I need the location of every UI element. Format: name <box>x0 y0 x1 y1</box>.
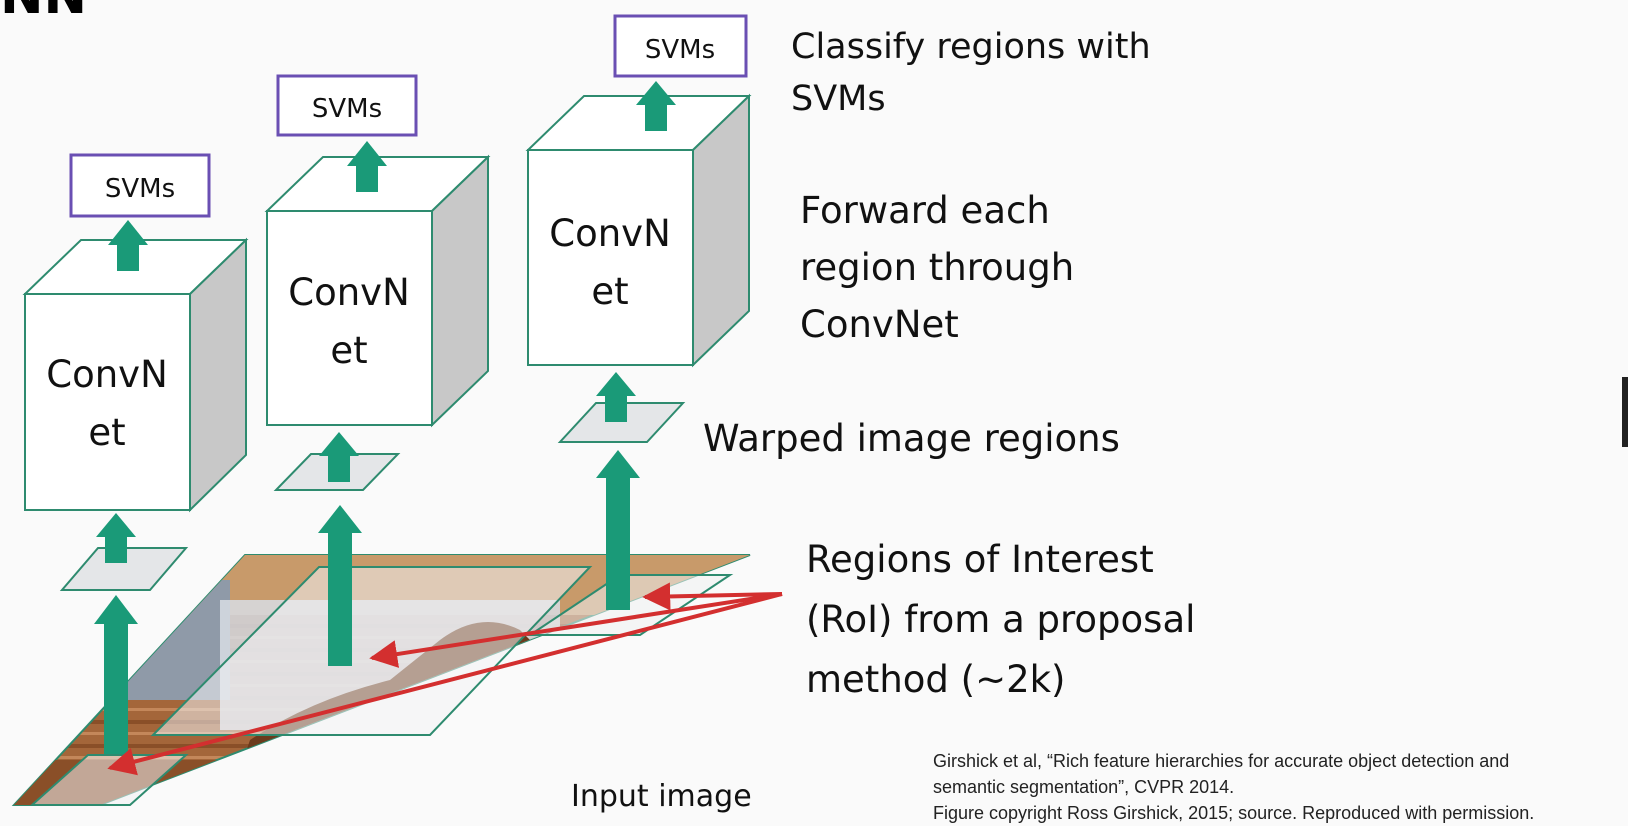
svm-label-2: SVMs <box>312 94 382 124</box>
svm-box-2 <box>276 74 418 137</box>
slide-title-fragment: NN <box>0 0 87 22</box>
roi-label-line-1: Regions of Interest <box>806 538 1154 581</box>
forward-label-line-2: region through <box>800 246 1075 289</box>
classify-label-line-2: SVMs <box>791 79 886 119</box>
classify-label-line-1: Classify regions with <box>791 27 1151 67</box>
green-arrows <box>94 81 676 754</box>
svm-label-3: SVMs <box>645 35 715 65</box>
roi-pane-left <box>29 754 189 806</box>
convnet-box-3 <box>525 93 752 368</box>
convnet-label-2a: ConvN <box>288 271 410 314</box>
edge-marker <box>1622 377 1628 447</box>
forward-label-line-3: ConvNet <box>800 303 959 346</box>
citation-line-1: Girshick et al, “Rich feature hierarchie… <box>933 751 1510 771</box>
convnet-label-1b: et <box>88 411 125 454</box>
svm-box-3 <box>613 14 748 78</box>
warped-label: Warped image regions <box>703 417 1120 460</box>
convnet-label-1a: ConvN <box>46 353 168 396</box>
warped-region-1 <box>59 547 189 591</box>
convnet-box-2 <box>264 154 491 428</box>
citation-line-3: Figure copyright Ross Girshick, 2015; so… <box>933 803 1535 823</box>
convnet-label-2b: et <box>330 329 367 372</box>
input-image-label: Input image <box>571 779 752 814</box>
convnet-label-3a: ConvN <box>549 212 671 255</box>
citation: Girshick et al, “Rich feature hierarchie… <box>933 748 1623 826</box>
convnet-label-3b: et <box>591 270 628 313</box>
svm-box-1 <box>69 153 211 218</box>
forward-label-line-1: Forward each <box>800 189 1050 232</box>
roi-label-line-3: method (~2k) <box>806 658 1066 701</box>
roi-pointer-arrows <box>107 582 783 776</box>
citation-line-2: semantic segmentation”, CVPR 2014. <box>933 777 1235 797</box>
warped-region-3 <box>557 402 686 443</box>
roi-label-line-2: (RoI) from a proposal <box>806 598 1196 641</box>
svm-label-1: SVMs <box>105 174 175 204</box>
